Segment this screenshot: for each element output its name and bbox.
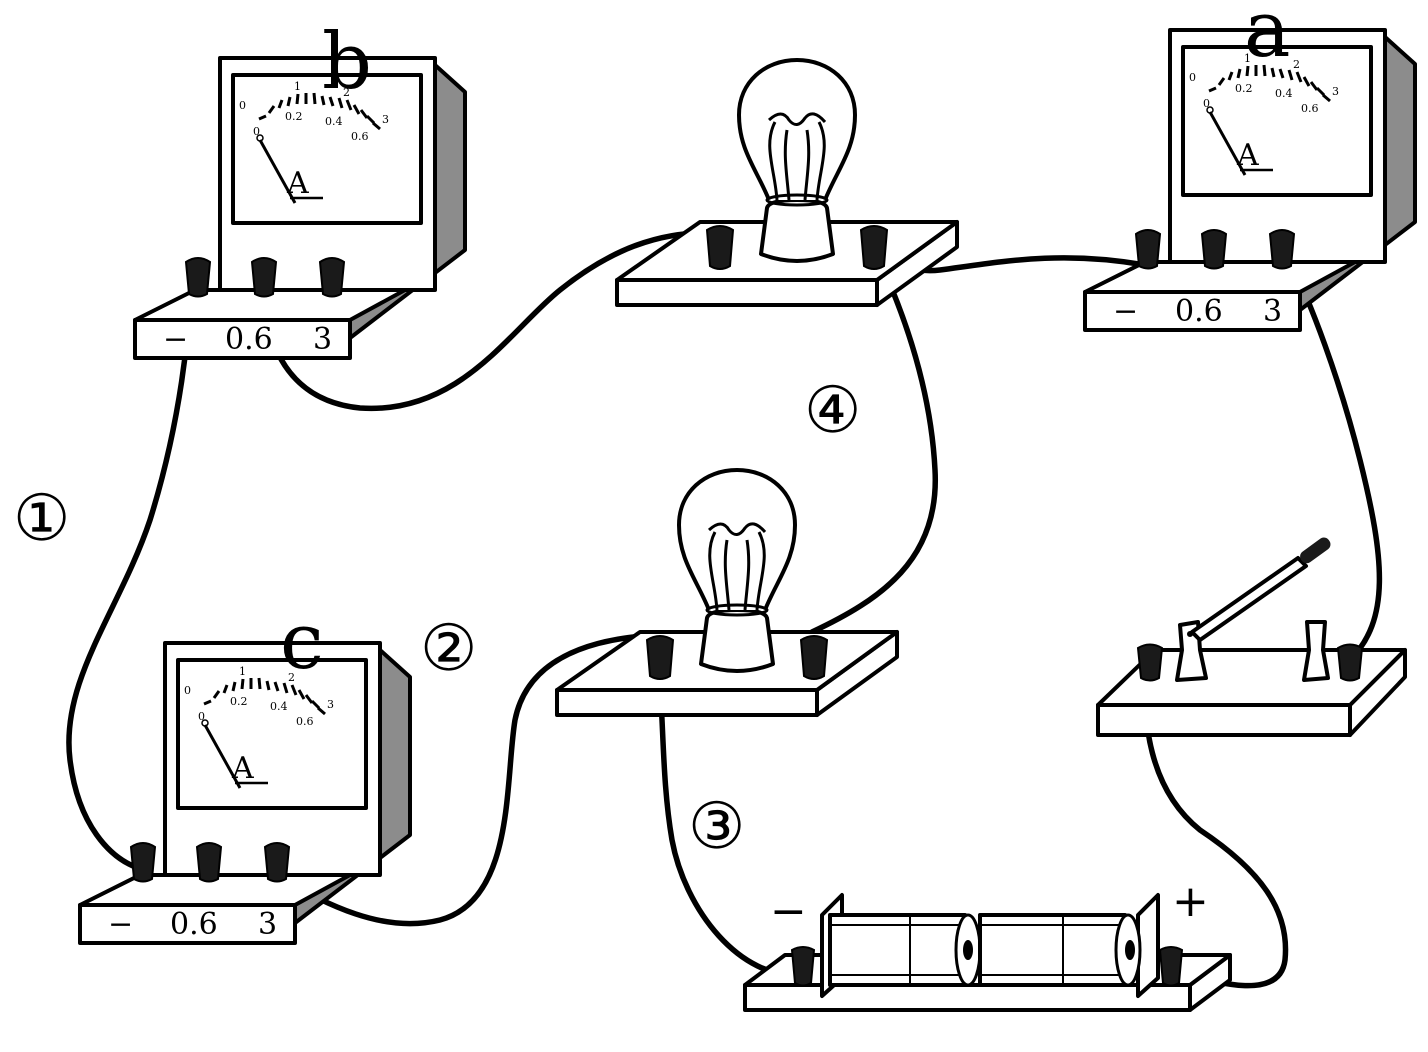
wire-label-1: ① <box>13 482 70 556</box>
scale-inner-2: 0.4 <box>270 700 288 713</box>
unit-label: A <box>286 166 309 201</box>
ammeter-c: 0 1 2 3 0 0.2 0.4 0.6 A − 0.6 3 <box>78 641 412 945</box>
scale-outer-0: 0 <box>1189 71 1196 84</box>
scale-outer-0: 0 <box>239 99 246 112</box>
scale-inner-3: 0.6 <box>296 715 314 728</box>
scale-inner-0: 0 <box>1203 97 1210 110</box>
terminal-label-minus: − <box>163 322 188 357</box>
scale-outer-3: 3 <box>1332 85 1339 98</box>
scale-outer-1: 1 <box>294 80 301 93</box>
terminal-label-0.6: 0.6 <box>1175 294 1223 329</box>
battery-holder <box>743 893 1232 1012</box>
terminal-label-3: 3 <box>313 322 332 357</box>
wire-label-4: ④ <box>804 374 861 448</box>
wire-a-to-switch <box>1287 259 1383 663</box>
terminal-label-minus: − <box>1113 294 1138 329</box>
scale-outer-3: 3 <box>327 698 334 711</box>
scale-outer-2: 2 <box>288 671 295 684</box>
scale-inner-1: 0.2 <box>230 695 248 708</box>
terminal-label-3: 3 <box>258 907 277 942</box>
unit-label: A <box>231 751 254 786</box>
battery-negative-sign: − <box>770 886 807 937</box>
ammeter-b: 0 1 2 3 0 0.2 0.4 0.6 A − 0.6 3 <box>133 56 467 360</box>
terminal-label-minus: − <box>108 907 133 942</box>
battery-positive-sign: + <box>1172 876 1209 927</box>
scale-inner-0: 0 <box>198 710 205 723</box>
lamp-upper <box>615 58 959 307</box>
scale-outer-2: 2 <box>1293 58 1300 71</box>
scale-inner-2: 0.4 <box>1275 87 1293 100</box>
meter-a-label: a <box>1244 0 1291 75</box>
meter-c-label: c <box>280 597 324 687</box>
scale-outer-0: 0 <box>184 684 191 697</box>
terminal-label-3: 3 <box>1263 294 1282 329</box>
scale-inner-1: 0.2 <box>285 110 303 123</box>
lamp-lower <box>555 468 899 717</box>
scale-inner-0: 0 <box>253 125 260 138</box>
scale-outer-3: 3 <box>382 113 389 126</box>
wire-1 <box>66 272 195 871</box>
ammeter-a: 0 1 2 3 0 0.2 0.4 0.6 A − 0.6 3 <box>1083 28 1417 332</box>
wire-2 <box>277 632 658 927</box>
wire-label-3: ③ <box>688 790 745 864</box>
switch <box>1096 537 1407 737</box>
wire-switch-to-battery <box>1142 657 1289 989</box>
terminal-label-0.6: 0.6 <box>170 907 218 942</box>
wire-b-to-upper-lamp <box>261 229 721 412</box>
scale-inner-3: 0.6 <box>1301 102 1319 115</box>
meter-b-label: b <box>322 17 372 107</box>
scale-inner-3: 0.6 <box>351 130 369 143</box>
scale-outer-1: 1 <box>1244 52 1251 65</box>
scale-outer-1: 1 <box>239 665 246 678</box>
wire-label-2: ② <box>420 612 477 686</box>
scale-outer-2: 2 <box>343 86 350 99</box>
terminal-label-0.6: 0.6 <box>225 322 273 357</box>
unit-label: A <box>1236 138 1259 173</box>
scale-inner-1: 0.2 <box>1235 82 1253 95</box>
scale-inner-2: 0.4 <box>325 115 343 128</box>
